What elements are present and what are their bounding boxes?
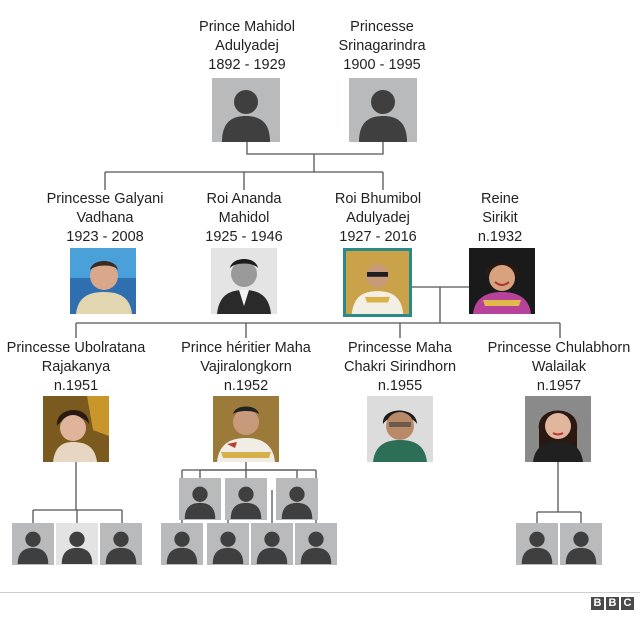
silhouette-icon — [276, 478, 318, 520]
silhouette-icon — [56, 523, 98, 565]
portrait-photo-ubolratana — [43, 396, 109, 462]
silhouette-icon — [225, 478, 267, 520]
portrait-photo-bhumibol — [343, 248, 412, 317]
silhouette-icon — [560, 523, 602, 565]
portrait-photo-galyani — [70, 248, 136, 314]
silhouette-icon — [349, 78, 417, 142]
silhouette-icon — [295, 523, 337, 565]
portrait-photo-sirikit — [469, 248, 535, 314]
silhouette-icon — [161, 523, 203, 565]
portrait-photo-ananda — [211, 248, 277, 314]
silhouette-icon — [516, 523, 558, 565]
portrait-photo-sirindhorn — [367, 396, 433, 462]
portrait-photo-vajiralongkorn — [213, 396, 279, 462]
silhouette-icon — [207, 523, 249, 565]
portrait-photo-chulabhorn — [525, 396, 591, 462]
silhouette-icon — [100, 523, 142, 565]
silhouette-icon — [179, 478, 221, 520]
silhouette-icon — [251, 523, 293, 565]
silhouette-icon — [212, 78, 280, 142]
silhouette-icon — [12, 523, 54, 565]
footer-divider — [0, 592, 640, 593]
